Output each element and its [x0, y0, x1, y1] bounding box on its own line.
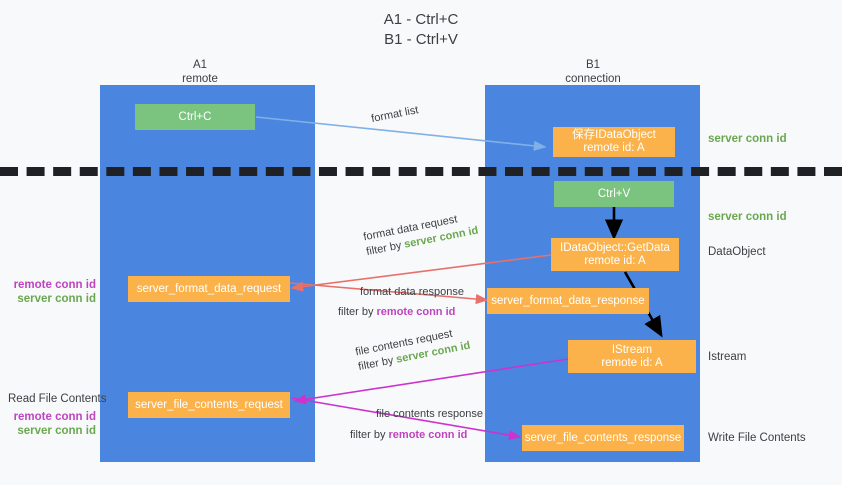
title-line-2: B1 - Ctrl+V: [384, 31, 458, 48]
label-write-file-contents: Write File Contents: [708, 432, 806, 444]
edge-label-format-data-request: format data request filter by server con…: [362, 209, 479, 260]
box-istream[interactable]: IStream remote id: A: [568, 340, 696, 373]
label-server-conn-id-top: server conn id: [708, 133, 787, 145]
box-istream-line2: remote id: A: [601, 356, 663, 369]
label-istream: Istream: [708, 351, 747, 363]
box-save-idataobject-line2: remote id: A: [583, 142, 645, 154]
box-ctrl-v[interactable]: Ctrl+V: [554, 181, 674, 207]
box-ctrl-c-label: Ctrl+C: [178, 110, 212, 123]
edge-format-data-response-filter-key: remote conn id: [376, 306, 456, 318]
phase-divider: [0, 167, 842, 176]
title-line-1: A1 - Ctrl+C: [383, 11, 459, 28]
box-server-format-data-request-label: server_format_data_request: [136, 282, 282, 295]
label-group-format-conn-ids: remote conn id server conn id: [10, 278, 96, 306]
box-idataobject-getdata[interactable]: IDataObject::GetData remote id: A: [551, 238, 679, 271]
box-server-file-contents-response-label: server_file_contents_response: [524, 431, 682, 444]
edge-file-contents-response-filter-key: remote conn id: [388, 429, 468, 441]
label-dataobject: DataObject: [708, 246, 766, 258]
box-ctrl-v-label: Ctrl+V: [597, 187, 631, 200]
box-save-idataobject-line1: 保存IDataObject: [572, 129, 656, 141]
label-format-remote-conn-id: remote conn id: [13, 279, 96, 291]
box-ctrl-c[interactable]: Ctrl+C: [135, 104, 255, 130]
column-a1-name: A1: [192, 59, 208, 71]
edge-label-file-contents-response: file contents response filter by remote …: [350, 407, 484, 443]
box-istream-line1: IStream: [611, 343, 653, 356]
box-server-file-contents-request-label: server_file_contents_request: [135, 398, 283, 411]
label-server-conn-id-mid: server conn id: [708, 211, 787, 223]
edge-label-format-list: format list: [370, 104, 420, 126]
edge-format-data-response-filter-prefix: filter by: [338, 306, 377, 318]
edge-file-contents-response-title: file contents response: [376, 408, 484, 420]
column-header-b1: B1 connection: [533, 58, 653, 86]
box-save-idataobject[interactable]: 保存IDataObject remote id: A: [553, 127, 675, 157]
edge-format-data-response-filter: filter by remote conn id: [338, 305, 464, 320]
column-b1-sub: connection: [565, 73, 621, 85]
box-server-file-contents-response[interactable]: server_file_contents_response: [522, 425, 684, 451]
diagram-title: A1 - Ctrl+C B1 - Ctrl+V: [0, 10, 842, 50]
box-server-file-contents-request[interactable]: server_file_contents_request: [128, 392, 290, 418]
edge-format-data-response-title: format data response: [360, 286, 464, 298]
column-a1-sub: remote: [182, 73, 218, 85]
column-b1-name: B1: [585, 59, 601, 71]
column-header-a1: A1 remote: [140, 58, 260, 86]
label-file-server-conn-id: server conn id: [17, 425, 96, 437]
box-getdata-line2: remote id: A: [584, 254, 646, 267]
box-server-format-data-response-label: server_format_data_response: [491, 294, 645, 307]
edge-file-contents-response-filter-prefix: filter by: [350, 429, 389, 441]
label-read-file-contents: Read File Contents: [8, 393, 107, 405]
label-group-file-conn-ids: remote conn id server conn id: [10, 410, 96, 438]
edge-label-format-data-response: format data response filter by remote co…: [338, 285, 464, 320]
box-getdata-line1: IDataObject::GetData: [560, 241, 670, 254]
box-server-format-data-response[interactable]: server_format_data_response: [487, 288, 649, 314]
box-server-format-data-request[interactable]: server_format_data_request: [128, 276, 290, 302]
label-file-remote-conn-id: remote conn id: [13, 411, 96, 423]
edge-file-contents-response-filter: filter by remote conn id: [350, 428, 483, 443]
edge-label-file-contents-request: file contents request filter by server c…: [354, 324, 471, 375]
label-format-server-conn-id: server conn id: [17, 293, 96, 305]
